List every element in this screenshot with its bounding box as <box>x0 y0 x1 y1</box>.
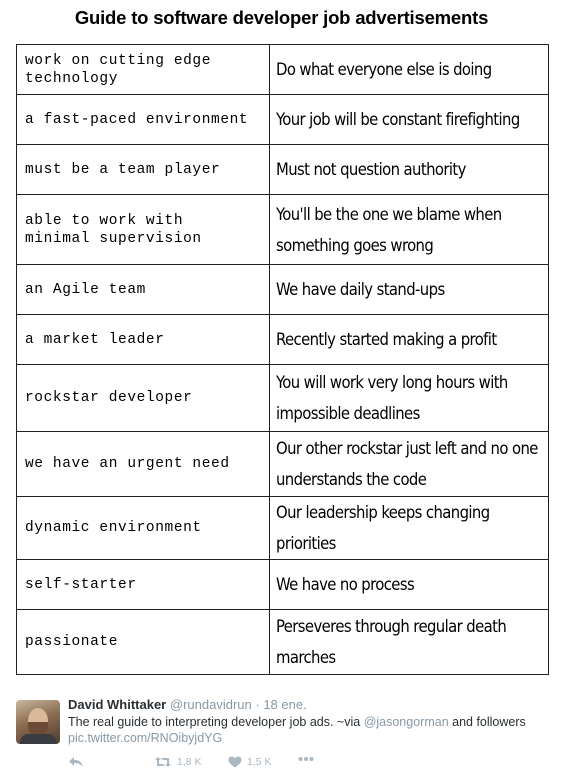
retweet-icon <box>155 757 171 767</box>
pic-link[interactable]: pic.twitter.com/RNOibyjdYG <box>68 731 223 745</box>
ad-phrase: a fast-paced environment <box>16 94 270 145</box>
real-meaning: Perseveres through regular death marches <box>269 609 549 675</box>
reply-icon <box>69 757 83 767</box>
ad-phrase: able to work with minimal supervision <box>16 194 270 265</box>
ad-phrase: we have an urgent need <box>16 431 270 497</box>
author-name[interactable]: David Whittaker <box>68 697 167 712</box>
tweet-time[interactable]: 18 ene. <box>263 697 307 712</box>
retweet-button[interactable]: 1,8 K <box>154 756 202 768</box>
more-button[interactable] <box>298 756 314 762</box>
real-meaning: Do what everyone else is doing <box>269 44 549 95</box>
heart-icon <box>228 756 242 768</box>
ad-phrase: work on cutting edge technology <box>16 44 270 95</box>
ad-phrase: self-starter <box>16 559 270 610</box>
ad-phrase: an Agile team <box>16 264 270 315</box>
ad-phrase: passionate <box>16 609 270 675</box>
tweet-text-after: and followers <box>448 715 526 729</box>
like-button[interactable]: 1,5 K <box>228 756 272 768</box>
ad-phrase: must be a team player <box>16 144 270 195</box>
like-count: 1,5 K <box>247 756 272 768</box>
tweet-header: David Whittaker @rundavidrun · 18 ene. <box>68 697 307 712</box>
more-icon <box>298 757 314 761</box>
real-meaning: Must not question authority <box>269 144 549 195</box>
ad-phrase: a market leader <box>16 314 270 365</box>
tweet-text: The real guide to interpreting developer… <box>68 714 558 746</box>
real-meaning: Our other rockstar just left and no one … <box>269 431 549 497</box>
real-meaning: We have daily stand-ups <box>269 264 549 315</box>
reply-button[interactable] <box>68 756 84 768</box>
tweet-text-before: The real guide to interpreting developer… <box>68 715 364 729</box>
real-meaning: You will work very long hours with impos… <box>269 364 549 432</box>
retweet-count: 1,8 K <box>177 756 202 768</box>
avatar[interactable] <box>16 700 60 744</box>
mention-link[interactable]: @jasongorman <box>363 715 449 729</box>
author-handle[interactable]: @rundavidrun <box>169 697 252 712</box>
page-title: Guide to software developer job advertis… <box>74 7 489 28</box>
real-meaning: You'll be the one we blame when somethin… <box>269 194 549 265</box>
real-meaning: Recently started making a profit <box>269 314 549 365</box>
ad-phrase: dynamic environment <box>16 496 270 560</box>
real-meaning: We have no process <box>269 559 549 610</box>
separator: · <box>255 697 260 712</box>
ad-phrase: rockstar developer <box>16 364 270 432</box>
real-meaning: Our leadership keeps changing priorities <box>269 496 549 560</box>
real-meaning: Your job will be constant firefighting <box>269 94 549 145</box>
